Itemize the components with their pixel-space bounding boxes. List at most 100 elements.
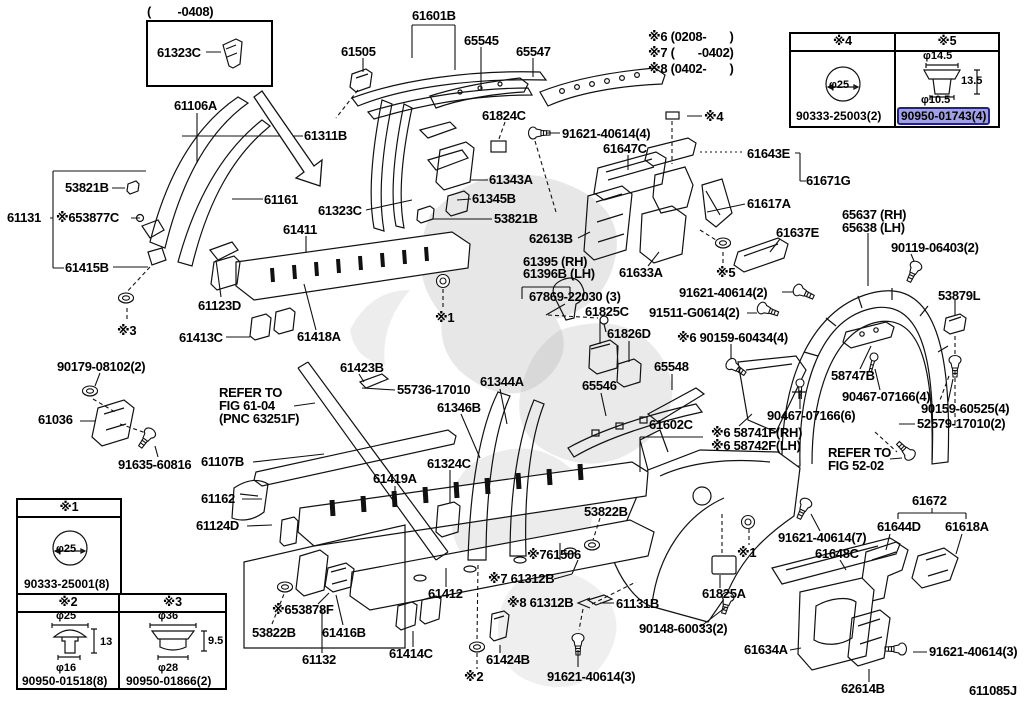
part-label: 90119-06403(2) (891, 240, 979, 255)
part-label: REFER TO (219, 385, 283, 400)
part-label: 61602C (649, 417, 693, 432)
part-label: 61671G (806, 173, 851, 188)
part-label: 61419A (373, 471, 417, 486)
part-label: 61637E (776, 225, 820, 240)
part-label: 61633A (619, 265, 663, 280)
part-label: 90179-08102(2) (57, 359, 146, 374)
part-label: 61826D (607, 326, 651, 341)
part-label: ※6 (0208- ) (648, 29, 734, 44)
part-label: (PNC 63251F) (219, 411, 300, 426)
grommet-table-3-header: ※3 (120, 595, 225, 613)
part-label: 53822B (584, 504, 628, 519)
part-number-90333-25001: 90333-25001(8) (24, 577, 110, 591)
part-label: 91621-40614(2) (679, 285, 768, 300)
part-label: 61617A (747, 196, 791, 211)
part-label: 90467-07166(4) (842, 389, 931, 404)
part-label: 61161 (264, 192, 298, 207)
part-label: ※6 58741F(RH) (711, 425, 803, 440)
part-label: 65548 (654, 359, 689, 374)
part-label: 61411 (283, 222, 317, 237)
grommet-table-1: ※1 φ25 90333-25001(8) (16, 498, 122, 595)
callout-col1-header: ※4 (832, 34, 853, 48)
part-label: 58747B (831, 368, 875, 383)
table-header-divider (791, 50, 998, 52)
part-label: 61324C (427, 456, 471, 471)
part-label: 61343A (489, 172, 533, 187)
part-label: 90467-07166(6) (767, 408, 856, 423)
callout-ref-table: ※4 ※5 φ25 φ14.5 13.5 φ10.5 90333-25003(2… (789, 32, 1000, 128)
part-label: 61131B (616, 596, 660, 611)
part-label: ※1 (737, 545, 757, 560)
dim-g2-phi25: φ25 (56, 610, 77, 622)
part-label: 65637 (RH) (842, 207, 907, 222)
part-label: ※6 90159-60434(4) (677, 330, 788, 345)
part-label: 90148-60033(2) (639, 621, 728, 636)
part-label: 61345B (472, 191, 516, 206)
part-number-90333-25003: 90333-25003(2) (796, 109, 882, 123)
part-label: 55736-17010 (397, 382, 471, 397)
part-label: 61672 (912, 493, 947, 508)
part-label: ※2 (464, 669, 484, 684)
part-label: 91621-40614(3) (547, 669, 636, 684)
grommet-table-2: ※2 φ25 13 φ16 90950-01518(8) (16, 593, 120, 690)
part-label: 65546 (582, 378, 617, 393)
dim-g2-13: 13 (100, 636, 113, 648)
part-label: 61414C (389, 646, 433, 661)
part-label: 53821B (494, 211, 538, 226)
part-label: ※761506 (527, 547, 581, 562)
part-label: FIG 52-02 (828, 458, 884, 473)
part-label: ※4 (704, 109, 724, 124)
part-label: 91511-G0614(2) (649, 305, 740, 320)
part-label: 61824C (482, 108, 526, 123)
part-label: 91621-40614(3) (929, 644, 1018, 659)
part-label: 61643E (747, 146, 791, 161)
part-label: 61423B (340, 360, 384, 375)
part-label: 91635-60816 (118, 457, 192, 472)
part-label: 62613B (529, 231, 573, 246)
part-label: 61648C (815, 546, 859, 561)
part-label: ※7 ( -0402) (648, 45, 734, 60)
part-label: 61647C (603, 141, 647, 156)
part-label: 61601B (412, 8, 456, 23)
part-label: 53822B (252, 625, 296, 640)
part-label: 90159-60525(4) (921, 401, 1010, 416)
part-label: 61162 (201, 491, 235, 506)
part-label: 61124D (196, 518, 240, 533)
part-label: 61106A (174, 98, 218, 113)
table-column-divider (894, 34, 896, 126)
part-label: 91621-40614(7) (778, 530, 867, 545)
part-number-90950-01743-highlighted[interactable]: 90950-01743(4) (897, 107, 991, 125)
part-label: ※3 (117, 323, 137, 338)
part-label: 61123D (198, 298, 242, 313)
part-label: ※6 58742F(LH) (711, 438, 801, 453)
grommet-table-3: ※3 φ36 9.5 φ28 90950-01866(2) (118, 593, 227, 690)
part-label: 53879L (938, 288, 981, 303)
part-label: 61323C (318, 203, 362, 218)
center-pillar-art (370, 99, 475, 232)
front-pillar-art (141, 96, 271, 267)
dim-g2-phi16: φ16 (56, 662, 77, 674)
part-label: 61424B (486, 652, 530, 667)
part-label: 61825A (702, 586, 746, 601)
part-label: 61132 (302, 652, 336, 667)
part-label: 52579-17010(2) (917, 416, 1006, 431)
part-label: 611085J (969, 683, 1017, 698)
small-glyphs-art (126, 111, 680, 609)
dim-g3-phi28: φ28 (158, 662, 179, 674)
part-label: ※5 (716, 265, 736, 280)
part-label: 61131 (7, 210, 41, 225)
part-label: 61311B (304, 128, 348, 143)
part-label: 61415B (65, 260, 109, 275)
callout-col2-header: ※5 (937, 34, 957, 48)
part-label: ※8 61312B (507, 595, 574, 610)
part-label: 61825C (585, 304, 629, 319)
part-label: 61644D (877, 519, 921, 534)
part-number-90950-01518: 90950-01518(8) (22, 674, 108, 688)
dim-g1-phi25: φ25 (56, 543, 77, 555)
variant-note-box (146, 20, 273, 87)
part-label: 65638 (LH) (842, 220, 905, 235)
part-label: REFER TO (828, 445, 892, 460)
part-label: 65547 (516, 44, 551, 59)
grommet-table-2-header: ※2 (18, 595, 118, 613)
